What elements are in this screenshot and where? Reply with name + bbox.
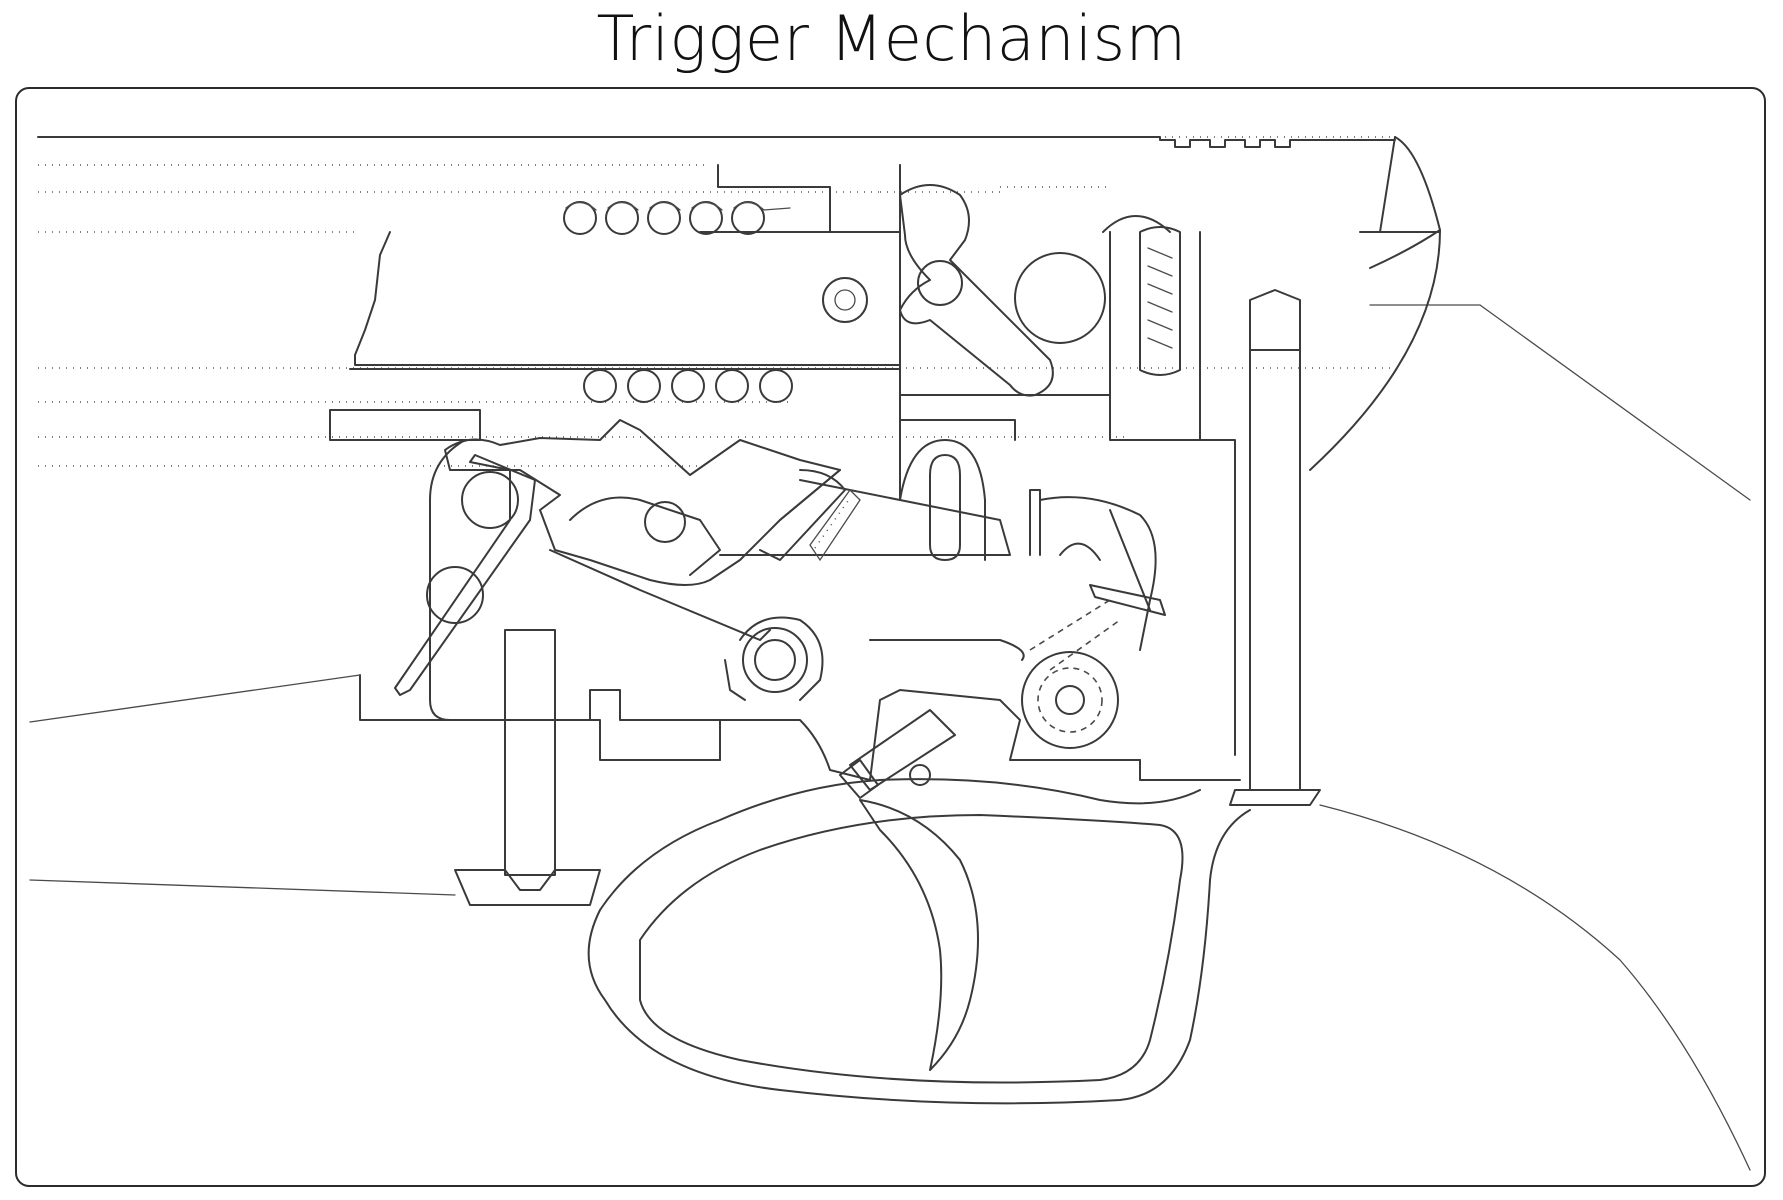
trigger-screw [839,709,956,799]
trigger-guard [587,778,1251,1105]
right-screw [1229,289,1321,806]
receiver-housing [899,164,1236,756]
receiver-top-rail [37,136,1441,467]
hammer-lever [899,184,1106,397]
trigger-blade [859,799,979,1071]
disconnector-pivot [869,584,1166,749]
hammer-spring [1102,215,1181,376]
pin-upper-left [822,277,868,323]
left-screw [454,629,601,906]
sear-assembly [444,419,846,586]
slotted-block [899,419,986,561]
upper-spring-coils [563,201,791,235]
diagram-frame [15,87,1766,1187]
slide-title: Trigger Mechanism [596,2,1187,75]
bolt-body [329,164,901,441]
hatched-insert [809,489,861,562]
lower-housing [359,674,1241,781]
trigger-bar [719,479,1157,651]
center-pivot [724,616,824,701]
lower-spring-coils [583,369,793,403]
stock-outline [29,229,1751,1171]
left-pins-plate [394,439,771,721]
